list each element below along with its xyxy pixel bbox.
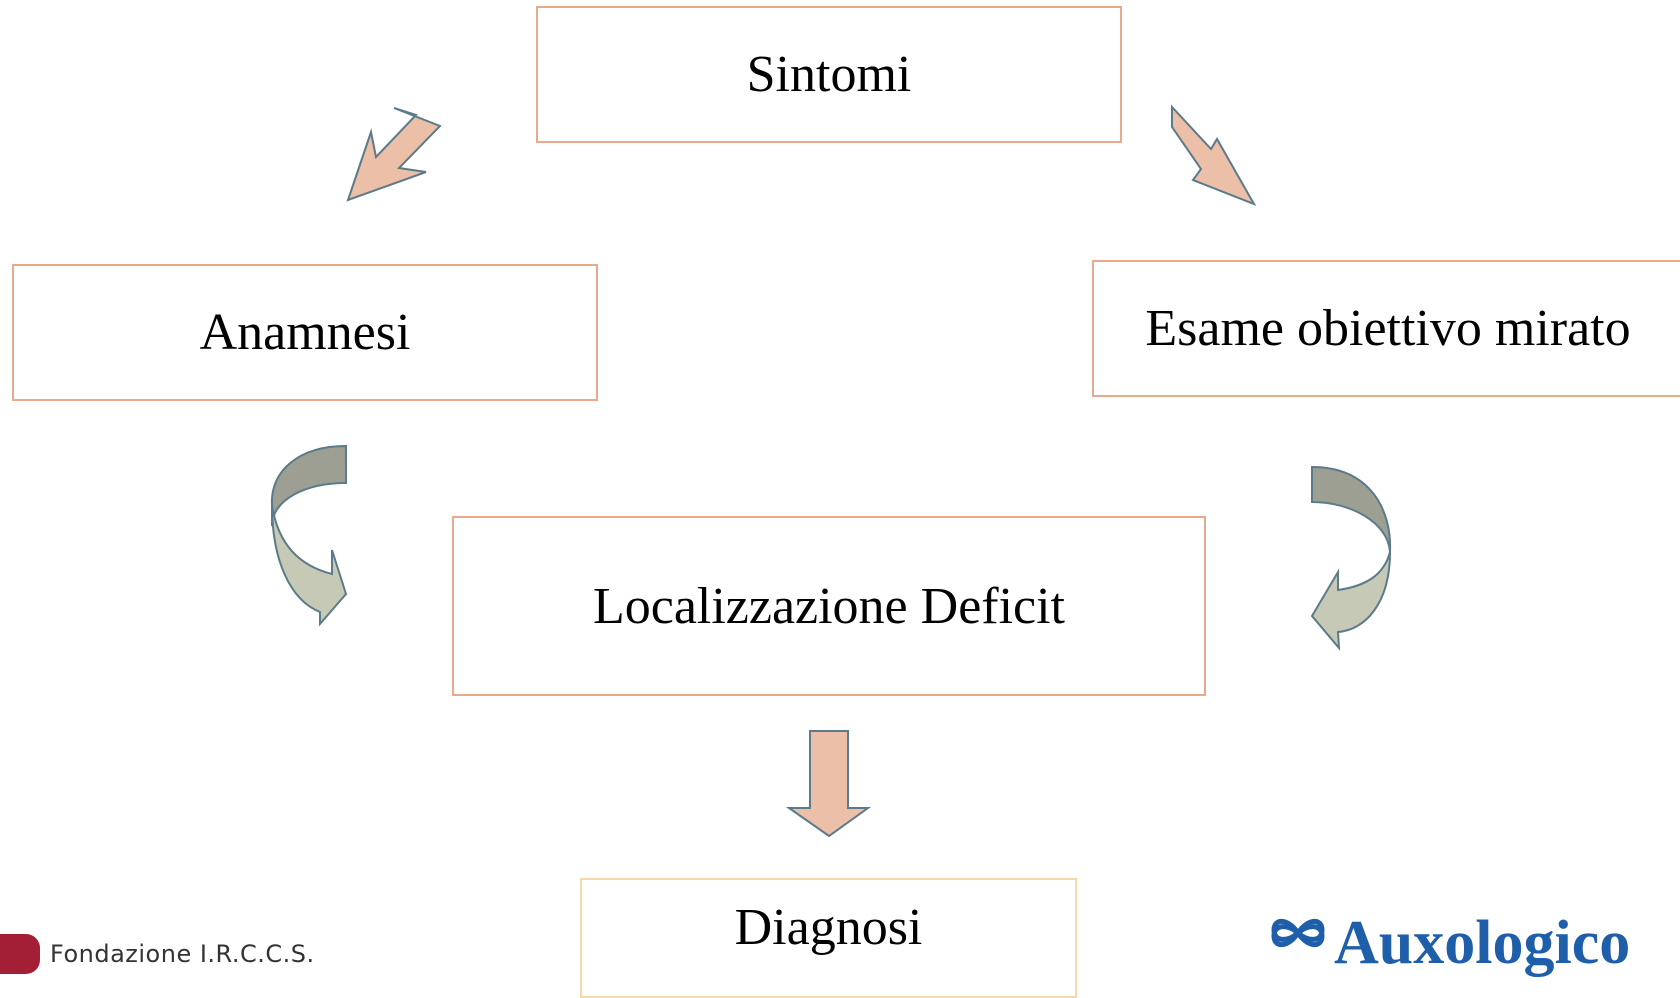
fondazione-logo: Fondazione I.R.C.C.S. bbox=[0, 930, 315, 974]
node-esame-label: Esame obiettivo mirato bbox=[1145, 300, 1631, 357]
node-anamnesi-label: Anamnesi bbox=[199, 304, 411, 361]
auxologico-logo-text: Auxologico bbox=[1334, 909, 1631, 977]
curved-arrow-esame-light bbox=[1310, 551, 1391, 651]
fondazione-logo-mark bbox=[0, 934, 40, 974]
node-localizzazione-label: Localizzazione Deficit bbox=[592, 577, 1066, 635]
auxologico-logo: Auxologico bbox=[1268, 908, 1630, 974]
node-sintomi: Sintomi bbox=[536, 6, 1122, 143]
node-localizzazione-deficit: Localizzazione Deficit bbox=[452, 516, 1206, 696]
connector-arrows bbox=[270, 104, 1392, 838]
node-diagnosi-label: Diagnosi bbox=[734, 899, 923, 956]
node-esame-obiettivo: Esame obiettivo mirato bbox=[1092, 260, 1680, 397]
fondazione-logo-text: Fondazione I.R.C.C.S. bbox=[50, 940, 315, 968]
arrow-to-diagnosi bbox=[785, 730, 872, 838]
arrow-sintomi-to-esame bbox=[1171, 104, 1257, 206]
curved-arrow-anamnesi-light bbox=[271, 504, 348, 627]
arrow-sintomi-to-anamnesi bbox=[346, 107, 442, 202]
node-anamnesi: Anamnesi bbox=[12, 264, 598, 401]
node-sintomi-label: Sintomi bbox=[746, 46, 912, 103]
node-diagnosi: Diagnosi bbox=[580, 878, 1077, 998]
curved-arrow-esame-dark bbox=[1311, 465, 1392, 553]
auxologico-logo-icon bbox=[1271, 918, 1325, 948]
curved-arrow-anamnesi-dark bbox=[270, 444, 347, 527]
